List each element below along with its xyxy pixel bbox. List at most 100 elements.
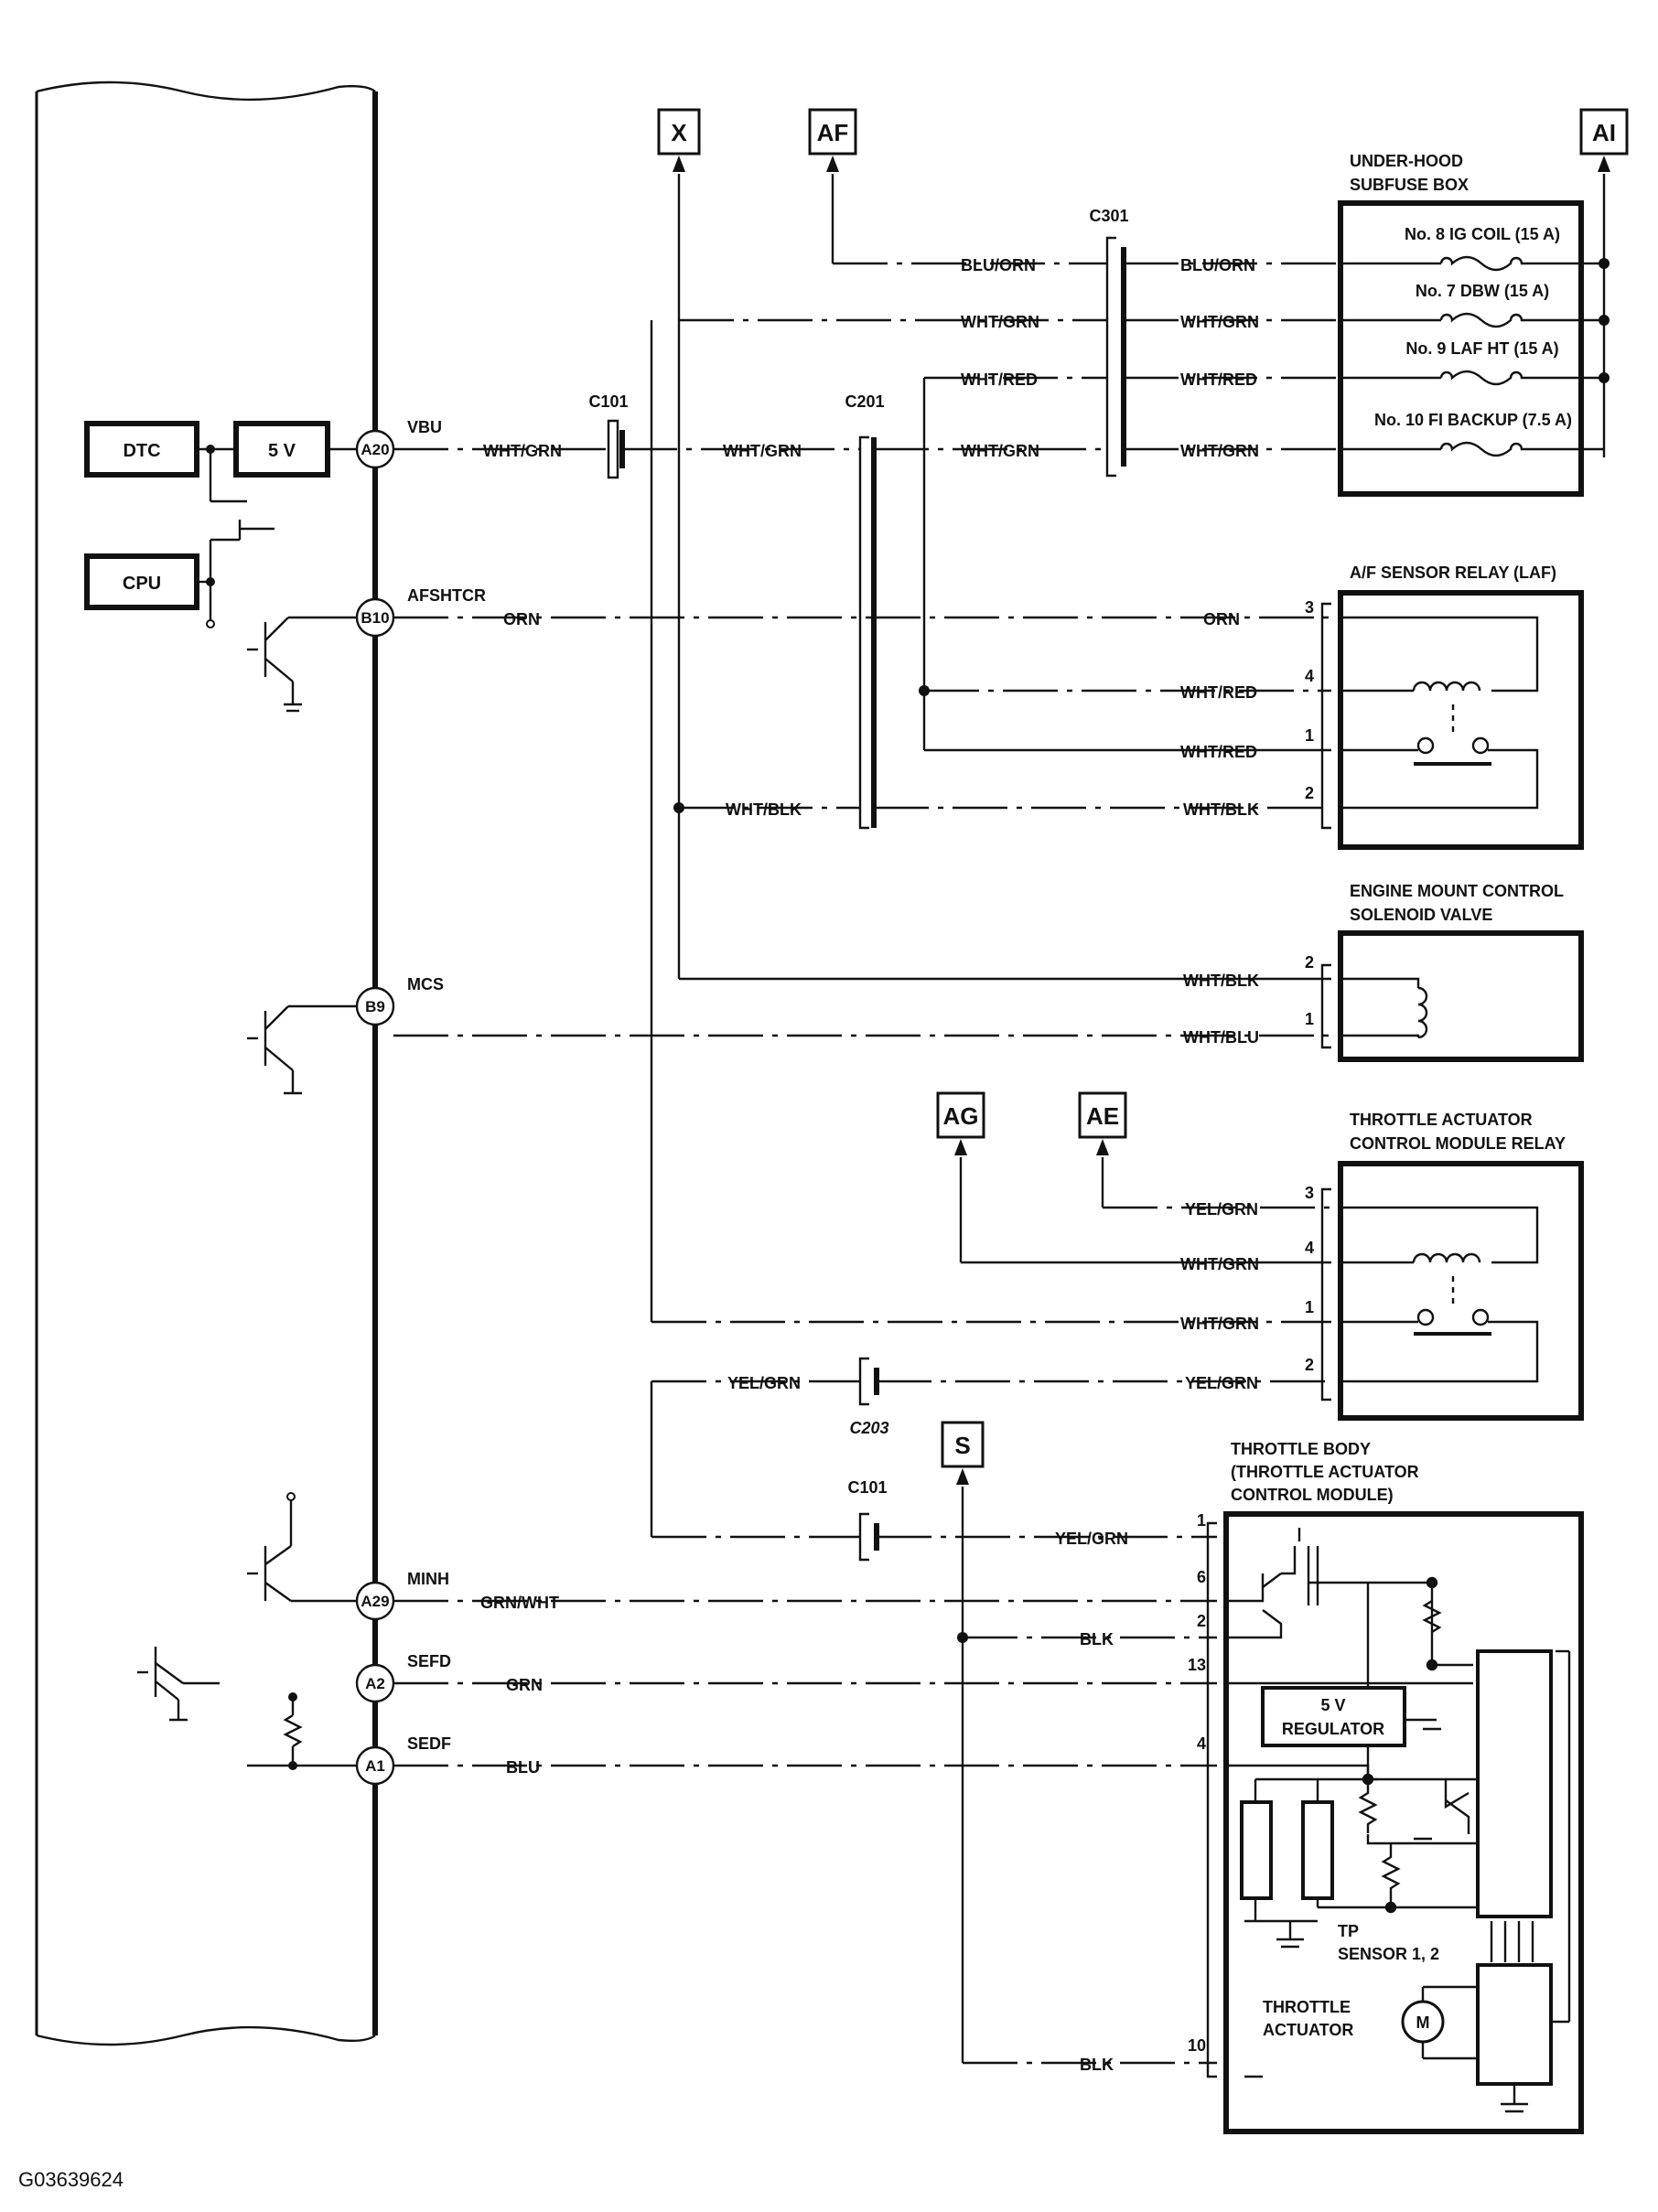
mount-solenoid-box <box>1338 930 1584 1062</box>
signal-sedf: SEDF <box>407 1734 451 1753</box>
tac-pin-4: 4 <box>1305 1239 1314 1257</box>
fuse-10: No. 10 FI BACKUP (7.5 A) <box>1374 411 1572 429</box>
signal-minh: MINH <box>407 1570 449 1588</box>
subfuse-title-2: SUBFUSE BOX <box>1350 176 1469 194</box>
motor-label: M <box>1416 2013 1430 2032</box>
wire-label-orn-2: ORN <box>1203 610 1240 628</box>
wire-label-wht-grn-6: WHT/GRN <box>1180 1255 1259 1273</box>
connector-c201: C201 <box>845 392 884 411</box>
wire-label-grn-wht: GRN/WHT <box>480 1594 559 1612</box>
figure-id: G03639624 <box>18 2168 124 2191</box>
ref-ae: AE <box>1078 1091 1127 1155</box>
wire-label-wht-grn-7: WHT/GRN <box>1180 1315 1259 1333</box>
wire-label-blu-orn-left: BLU/ORN <box>961 256 1036 274</box>
tb-pin-10: 10 <box>1188 2036 1206 2055</box>
a1-resistor <box>247 1692 357 1770</box>
wire-label-wht-blk-1: WHT/BLK <box>726 800 802 819</box>
wire-label-yel-grn-2: YEL/GRN <box>727 1374 801 1392</box>
ecm-outline-bottom <box>36 2025 376 2046</box>
five-v-label: 5 V <box>268 441 296 461</box>
tac-pin-1: 1 <box>1305 1298 1314 1316</box>
wire-label-wht-red-3: WHT/RED <box>1180 683 1257 702</box>
signal-sefd: SEFD <box>407 1652 451 1670</box>
b10-transistor <box>247 616 357 713</box>
laf-relay-internal <box>1340 616 1539 810</box>
tp-sensor-circuit <box>1244 1745 1478 1949</box>
fuse-8: No. 8 IG COIL (15 A) <box>1405 225 1560 243</box>
svg-text:B9: B9 <box>365 998 385 1015</box>
laf-relay-box <box>1338 590 1584 850</box>
wire-label-wht-red-4: WHT/RED <box>1180 743 1257 761</box>
wire-label-wht-grn-2: WHT/GRN <box>1180 313 1259 331</box>
regulator-label-1: 5 V <box>1320 1696 1345 1714</box>
wire-label-blk-2: BLK <box>1080 2056 1114 2074</box>
mount-title-2: SOLENOID VALVE <box>1350 906 1492 924</box>
tac-relay-internal <box>1340 1206 1539 1383</box>
laf-pin-1: 1 <box>1305 726 1314 745</box>
wire-label-wht-grn-1: WHT/GRN <box>961 313 1039 331</box>
svg-text:AF: AF <box>817 119 849 146</box>
svg-text:AG: AG <box>943 1102 979 1130</box>
throttle-body-title-3: CONTROL MODULE) <box>1231 1486 1394 1504</box>
a29-transistor <box>247 1492 357 1603</box>
connector-c101-bottom: C101 <box>847 1478 887 1497</box>
tac-pin-3: 3 <box>1305 1184 1314 1202</box>
svg-text:B10: B10 <box>361 609 389 627</box>
connector-c301: C301 <box>1089 207 1128 225</box>
pin-a29: A29 MINH <box>355 1570 449 1621</box>
connector-c101-top: C101 <box>588 392 628 411</box>
wire-label-blu: BLU <box>506 1758 540 1777</box>
regulator-label-2: REGULATOR <box>1282 1720 1384 1738</box>
laf-relay-title: A/F SENSOR RELAY (LAF) <box>1350 564 1556 582</box>
mount-pin-1: 1 <box>1305 1010 1314 1028</box>
throttle-body-title-1: THROTTLE BODY <box>1231 1440 1371 1458</box>
ecm-outline <box>36 81 376 102</box>
wire-label-orn-1: ORN <box>503 610 540 628</box>
cpu-block <box>84 553 199 610</box>
ref-ag: AG <box>936 1091 985 1155</box>
tb-pin-1: 1 <box>1197 1511 1206 1530</box>
wire-label-wht-blu: WHT/BLU <box>1183 1028 1259 1047</box>
svg-text:A2: A2 <box>365 1675 385 1692</box>
cpu-label: CPU <box>123 574 161 594</box>
motor: M <box>1401 1985 1478 2060</box>
wire-label-yel-grn-3: YEL/GRN <box>1185 1374 1258 1392</box>
svg-text:AI: AI <box>1592 119 1616 146</box>
wire-label-blk-1: BLK <box>1080 1630 1114 1648</box>
regulator-box <box>1261 1686 1406 1747</box>
tb-pin-4: 4 <box>1197 1734 1206 1753</box>
laf-pin-2: 2 <box>1305 784 1314 802</box>
fuse-7: No. 7 DBW (15 A) <box>1416 282 1549 300</box>
laf-pin-4: 4 <box>1305 667 1314 685</box>
wire-label-wht-grn-5: WHT/GRN <box>1180 442 1259 460</box>
tp-sensor-label-1: TP <box>1338 1922 1359 1940</box>
svg-text:A29: A29 <box>361 1593 389 1610</box>
laf-pin-3: 3 <box>1305 598 1314 617</box>
pin-a20: A20 VBU <box>355 418 442 469</box>
wire-label-wht-red-2: WHT/RED <box>1180 370 1257 389</box>
dtc-label: DTC <box>123 441 160 461</box>
wire-label-blu-orn-right: BLU/ORN <box>1180 256 1255 274</box>
tac-relay-title-2: CONTROL MODULE RELAY <box>1350 1134 1566 1153</box>
wire-label-grn: GRN <box>506 1676 543 1694</box>
mount-coil <box>1340 977 1428 1039</box>
pin-b9: B9 MCS <box>355 975 444 1026</box>
motor-driver <box>1476 1963 1553 2086</box>
ref-ai: AI <box>1579 108 1629 172</box>
svg-text:AE: AE <box>1086 1102 1119 1130</box>
svg-text:X: X <box>671 119 687 146</box>
ref-x: X <box>657 108 701 172</box>
actuator-label-2: ACTUATOR <box>1263 2021 1353 2039</box>
tb-pin-2: 2 <box>1197 1612 1206 1630</box>
ref-af: AF <box>808 108 857 172</box>
subfuse-box <box>1338 200 1584 497</box>
tac-pin-2: 2 <box>1305 1356 1314 1374</box>
throttle-body-title-2: (THROTTLE ACTUATOR <box>1231 1463 1419 1481</box>
svg-text:A20: A20 <box>361 441 389 458</box>
fuse-9: No. 9 LAF HT (15 A) <box>1405 339 1558 358</box>
wire-label-yel-grn-1: YEL/GRN <box>1185 1200 1258 1219</box>
tac-relay-box <box>1338 1161 1584 1421</box>
wire-label-wht-grn-4: WHT/GRN <box>961 442 1039 460</box>
pin-a2: A2 SEFD <box>355 1652 451 1703</box>
